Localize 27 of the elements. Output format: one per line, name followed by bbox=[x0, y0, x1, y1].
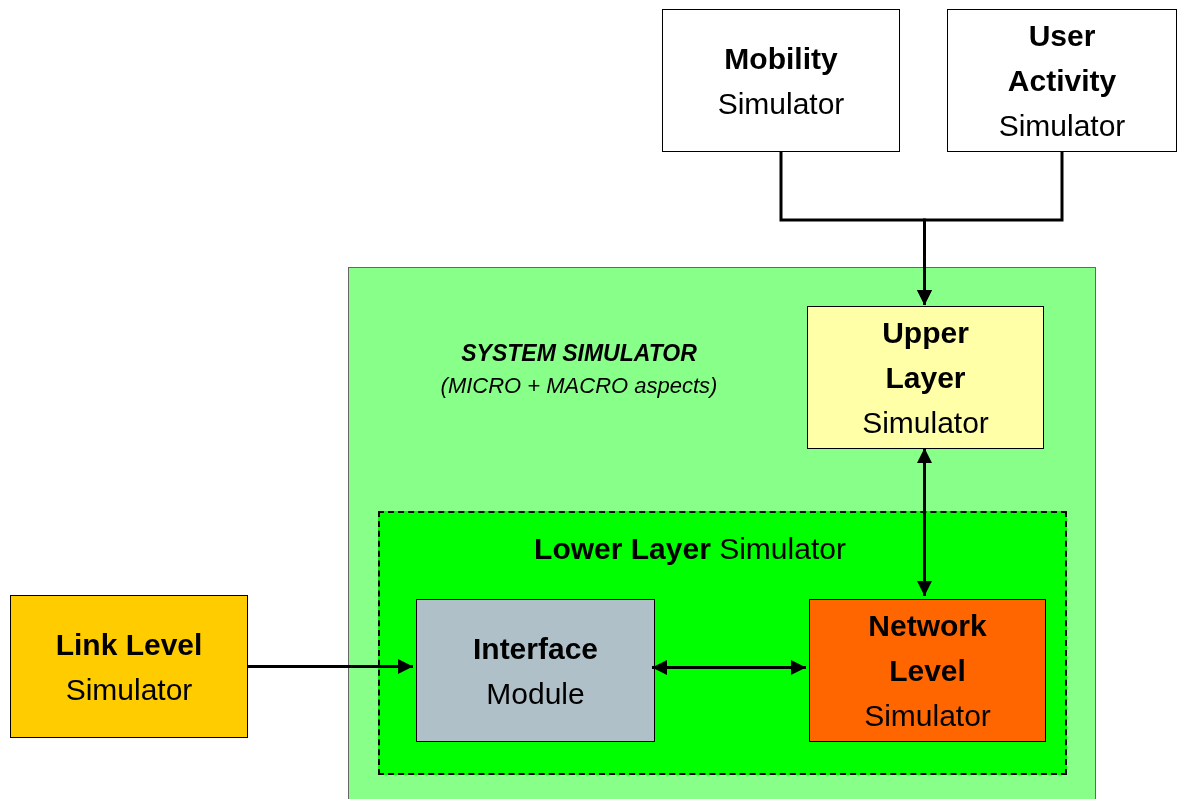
box-title: User Activity bbox=[1006, 18, 1118, 99]
box-subtitle: Simulator bbox=[65, 671, 193, 708]
arrow bbox=[248, 659, 413, 674]
box-title: Upper Layer bbox=[881, 315, 970, 396]
process-box bbox=[947, 9, 1177, 152]
box-subtitle: Simulator bbox=[862, 405, 989, 441]
arrow bbox=[917, 152, 1064, 305]
process-box bbox=[809, 599, 1046, 742]
container-subtitle: (MICRO + MACRO aspects) bbox=[439, 373, 719, 399]
group-title: Lower Layer Simulator bbox=[533, 531, 847, 567]
box-subtitle: Simulator bbox=[717, 85, 845, 122]
box-subtitle: Simulator bbox=[864, 698, 991, 734]
box-subtitle: Module bbox=[486, 675, 585, 712]
box-title: Interface bbox=[472, 630, 599, 667]
process-box bbox=[662, 9, 900, 152]
system-container bbox=[348, 267, 1096, 799]
container-title: SYSTEM SIMULATOR bbox=[460, 340, 698, 367]
process-box bbox=[10, 595, 248, 738]
box-title: Mobility bbox=[724, 40, 838, 77]
arrow bbox=[917, 448, 932, 596]
box-subtitle: Simulator bbox=[998, 108, 1126, 144]
box-title: Link Level bbox=[55, 626, 203, 663]
box-title: Network Level bbox=[867, 608, 988, 689]
group-box bbox=[378, 511, 1067, 775]
arrow bbox=[652, 660, 806, 675]
process-box bbox=[807, 306, 1044, 449]
process-box bbox=[416, 599, 655, 742]
